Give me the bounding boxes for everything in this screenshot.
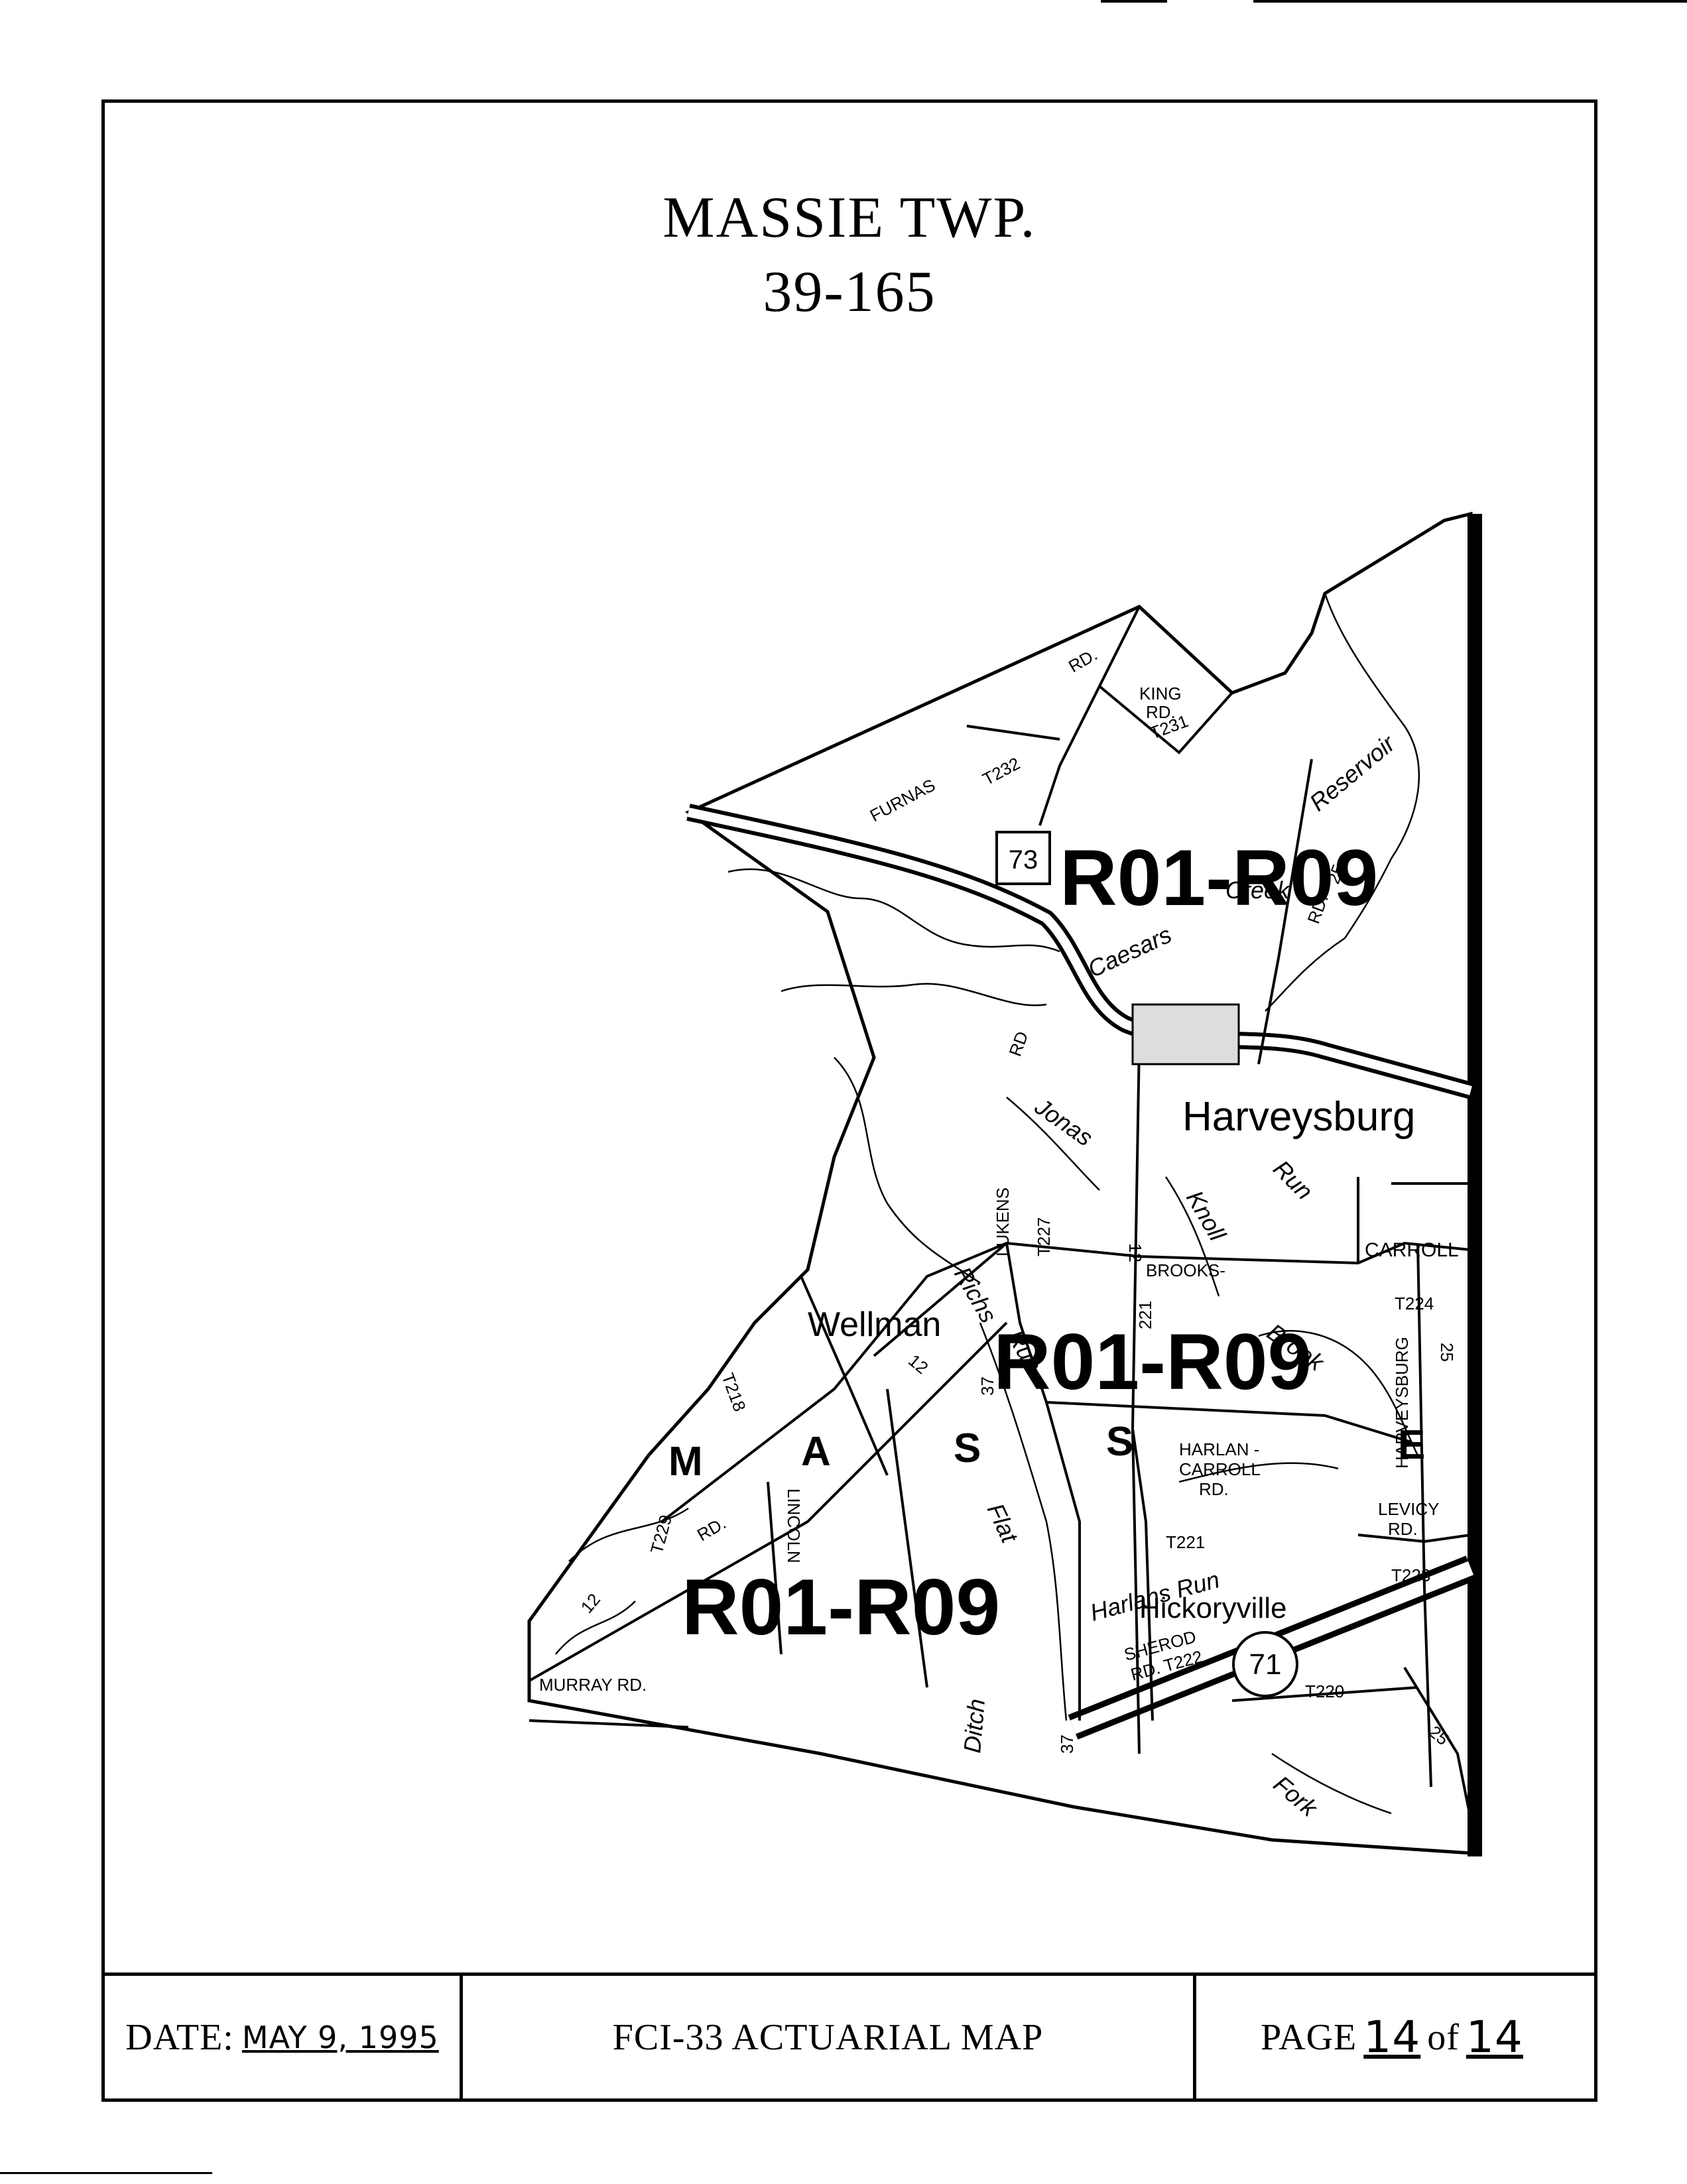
road-label-king-rd: RD. [1146,702,1176,722]
map-sheet-frame: MASSIE TWP. 39-165 [101,99,1597,2102]
unit-label-southwest: R01-R09 [682,1563,1000,1652]
road-label-t227: T227 [1034,1217,1054,1256]
route-73-label: 73 [1009,845,1038,875]
route-73-shield [995,831,1051,885]
unit-label-north: R01-R09 [1060,833,1378,922]
scan-edge-mark-top-right [1101,0,1167,3]
road-label-king: KING [1139,684,1182,703]
township-code: 39-165 [763,260,936,324]
road-label-37a: 37 [977,1376,997,1396]
date-label: DATE: [125,2016,234,2058]
road-label-harveysburg: HARVEYSBURG [1392,1337,1412,1469]
township-letter-e: E [1398,1422,1425,1468]
township-boundary [527,511,1473,1855]
road-label-levicy: LEVICY [1378,1499,1440,1519]
road-label-harlan-3: RD. [1199,1479,1229,1499]
page-cell: PAGE 14 of 14 [1196,1976,1594,2098]
east-boundary-bar [1468,514,1482,1856]
road-label-levicy-rd: RD. [1388,1519,1418,1539]
scan-edge-mark-bottom-left [0,2172,212,2174]
township-map: 73 71 FURNAS RD. T232 KING RD. T231 RD. … [527,511,1482,1856]
page-number: 14 [1363,2012,1421,2063]
road-label-murray: MURRAY RD. [539,1675,647,1695]
harveysburg-village [1131,1003,1240,1065]
scan-edge-mark-top-far-right [1253,0,1687,3]
township-title: MASSIE TWP. [662,186,1036,250]
page-total: 14 [1466,2012,1523,2063]
road-label-25b: 25 [1437,1343,1457,1362]
page-of-label: of [1427,2016,1460,2058]
interstate-71-label: 71 [1249,1648,1282,1681]
road-label-brooks: BROOKS- [1146,1260,1225,1280]
water-label-creek: Creek [1225,877,1290,904]
unit-label-center: R01-R09 [993,1317,1312,1406]
road-label-t220: T220 [1305,1681,1344,1701]
date-value: MAY 9, 1995 [241,2019,439,2055]
place-label-harveysburg: Harveysburg [1182,1094,1415,1140]
page-label: PAGE [1261,2016,1357,2058]
place-label-hickoryville: Hickoryville [1139,1592,1286,1624]
road-label-carroll: CARROLL [1365,1239,1459,1261]
map-type-label: FCI-33 ACTUARIAL MAP [612,2016,1044,2058]
date-cell: DATE: MAY 9, 1995 [105,1976,463,2098]
road-label-harlan-2: CARROLL [1179,1459,1261,1479]
road-label-lincoln: LINCOLN [784,1488,804,1563]
road-label-t223: T223 [1391,1565,1430,1585]
township-letter-a: A [801,1429,831,1475]
road-label-t224: T224 [1395,1294,1434,1313]
map-type-cell: FCI-33 ACTUARIAL MAP [463,1976,1196,2098]
road-label-harlan-1: HARLAN - [1179,1439,1259,1459]
township-letter-s-2: S [1106,1419,1133,1465]
road-label-37b: 37 [1057,1734,1077,1754]
road-label-12a: 12 [1125,1243,1145,1262]
title-block: DATE: MAY 9, 1995 FCI-33 ACTUARIAL MAP P… [105,1972,1594,2098]
interstate-71-shield [1232,1631,1298,1697]
place-label-wellman: Wellman [808,1305,941,1344]
township-letter-s-1: S [954,1426,981,1471]
township-letter-m: M [668,1439,703,1485]
water-label-ditch: Ditch [958,1697,990,1754]
road-label-lukens: LUKENS [993,1187,1013,1256]
road-label-221: 221 [1135,1301,1155,1329]
road-label-t221: T221 [1166,1532,1205,1552]
